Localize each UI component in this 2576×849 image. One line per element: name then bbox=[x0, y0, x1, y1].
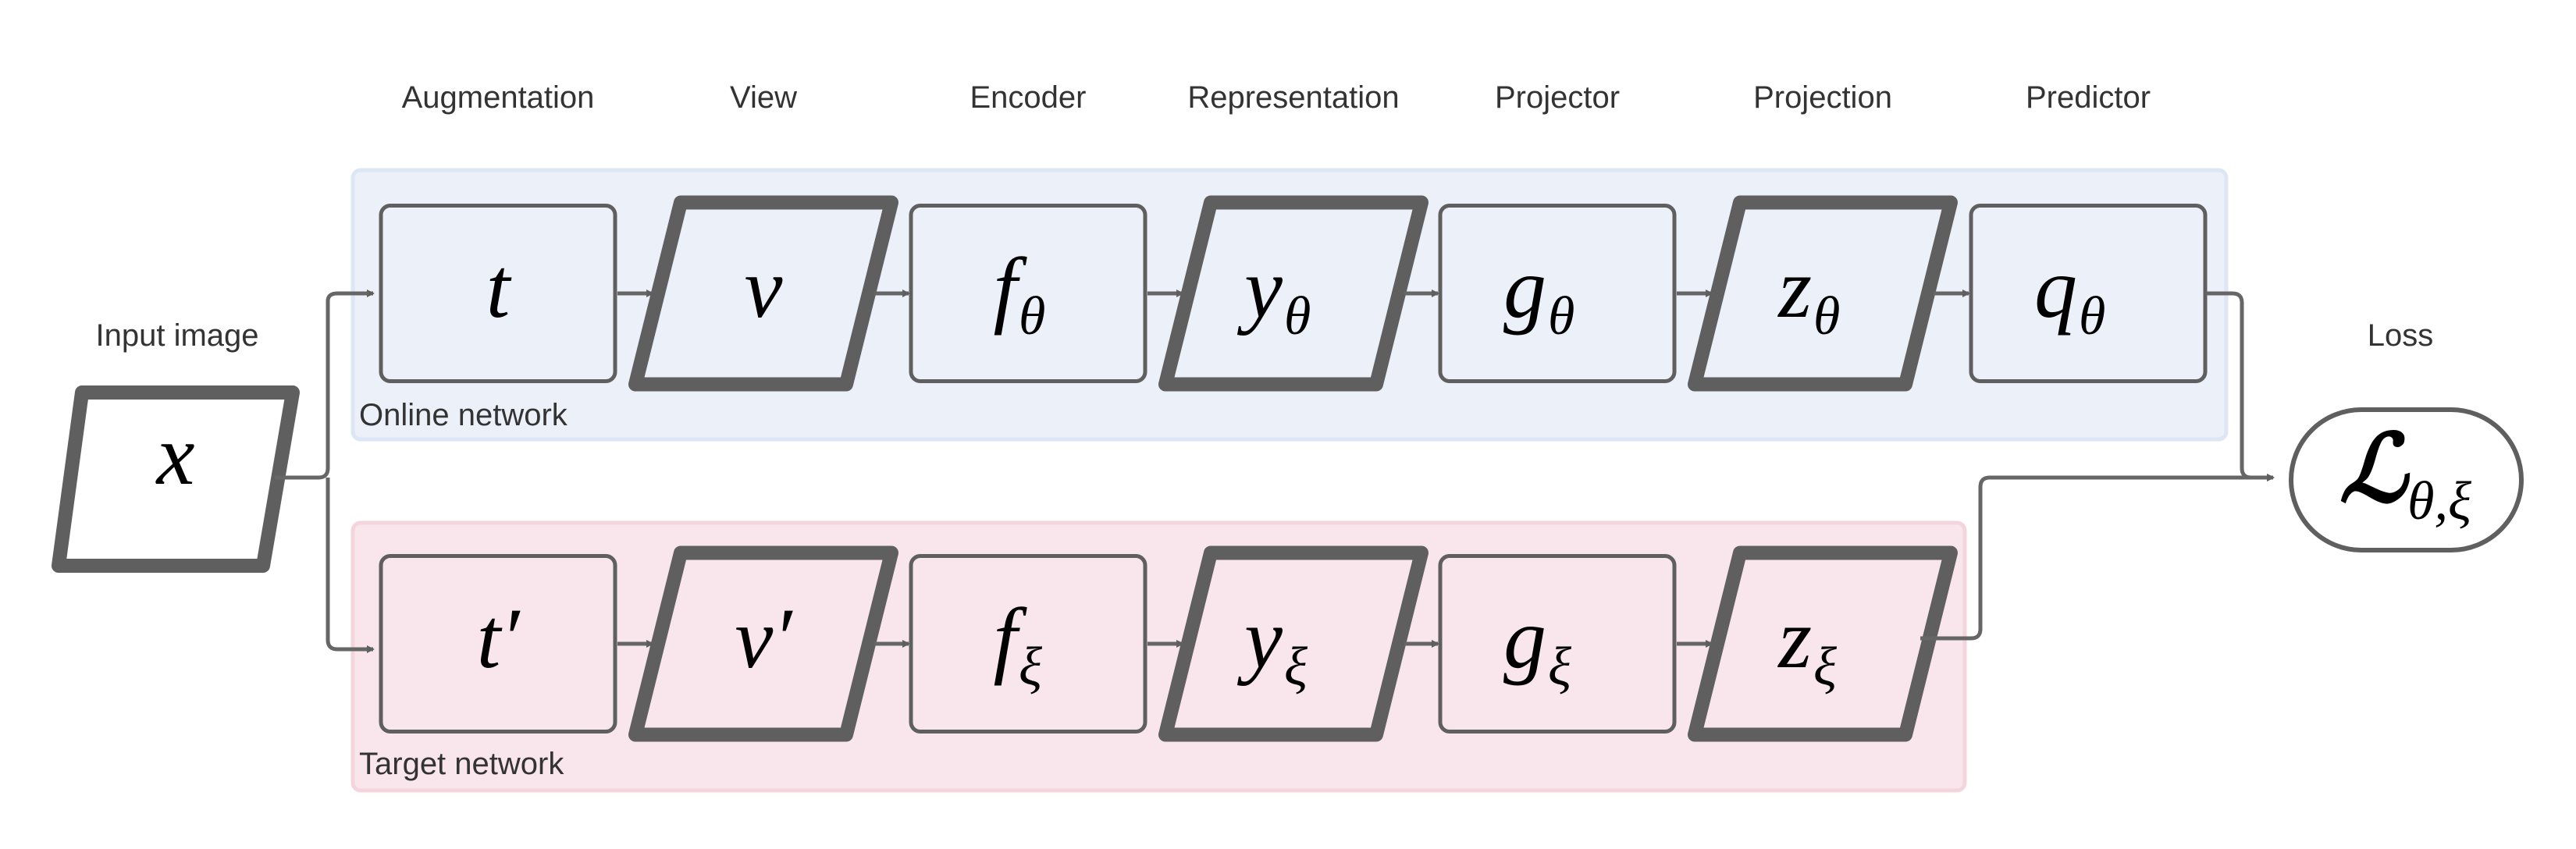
input-symbol: x bbox=[155, 407, 195, 503]
online-symbol-0: t bbox=[486, 240, 512, 336]
online-symbol-5: z bbox=[1777, 240, 1812, 336]
input-image-node: x bbox=[52, 385, 300, 573]
loss-header: Loss bbox=[2368, 318, 2434, 353]
target-parallelogram-5 bbox=[1688, 545, 1958, 742]
target-node-0: t′ bbox=[379, 554, 617, 734]
loss-node: ℒ θ,ξ bbox=[2289, 407, 2524, 552]
input-image-header: Input image bbox=[95, 318, 258, 353]
online-subscript-6: θ bbox=[2079, 286, 2105, 346]
online-symbol-3: y bbox=[1236, 240, 1283, 336]
online-node-0: t bbox=[379, 204, 617, 383]
online-subscript-2: θ bbox=[1019, 286, 1045, 346]
target-parallelogram-3 bbox=[1158, 545, 1429, 742]
target-box-2 bbox=[909, 554, 1147, 734]
connector-input-to-online bbox=[275, 290, 375, 480]
online-symbol-1: v bbox=[745, 240, 783, 336]
column-header-predictor: Predictor bbox=[2026, 80, 2151, 115]
connector-target-projection-to-loss bbox=[1920, 474, 2275, 641]
column-header-view: View bbox=[730, 80, 797, 115]
target-box-0 bbox=[379, 554, 617, 734]
column-header-representation: Representation bbox=[1187, 80, 1399, 115]
target-symbol-5: z bbox=[1777, 591, 1812, 686]
connector-input-to-target bbox=[326, 477, 375, 653]
column-headers: Augmentation View Encoder Representation Pro… bbox=[402, 80, 2151, 115]
online-subscript-4: θ bbox=[1548, 286, 1574, 346]
target-network-label: Target network bbox=[359, 747, 564, 781]
column-header-encoder: Encoder bbox=[970, 80, 1087, 115]
online-subscript-5: θ bbox=[1813, 286, 1840, 346]
target-symbol-3: y bbox=[1236, 591, 1283, 686]
online-symbol-6: q bbox=[2034, 240, 2077, 336]
target-box-4 bbox=[1438, 554, 1677, 734]
target-subscript-3: ξ bbox=[1284, 637, 1308, 697]
online-box-2 bbox=[909, 204, 1147, 383]
target-subscript-4: ξ bbox=[1548, 637, 1571, 697]
target-symbol-0: t′ bbox=[477, 591, 521, 686]
online-parallelogram-3 bbox=[1158, 195, 1429, 392]
target-node-1: v′ bbox=[628, 545, 898, 742]
column-header-projector: Projector bbox=[1495, 80, 1620, 115]
online-parallelogram-1 bbox=[628, 195, 898, 392]
online-network-label: Online network bbox=[359, 398, 568, 432]
target-subscript-5: ξ bbox=[1813, 637, 1837, 697]
column-header-projection: Projection bbox=[1753, 80, 1892, 115]
online-parallelogram-5 bbox=[1688, 195, 1958, 392]
online-box-4 bbox=[1438, 204, 1677, 383]
online-subscript-3: θ bbox=[1284, 286, 1311, 346]
target-subscript-2: ξ bbox=[1019, 637, 1042, 697]
loss-subscript: θ,ξ bbox=[2407, 471, 2471, 531]
target-symbol-4: g bbox=[1503, 591, 1546, 686]
target-symbol-1: v′ bbox=[735, 591, 794, 686]
column-header-augmentation: Augmentation bbox=[402, 80, 595, 115]
loss-symbol: ℒ bbox=[2339, 417, 2411, 521]
target-parallelogram-1 bbox=[628, 545, 898, 742]
online-node-1: v bbox=[628, 195, 898, 392]
online-box-0 bbox=[379, 204, 617, 383]
online-symbol-4: g bbox=[1503, 240, 1546, 336]
